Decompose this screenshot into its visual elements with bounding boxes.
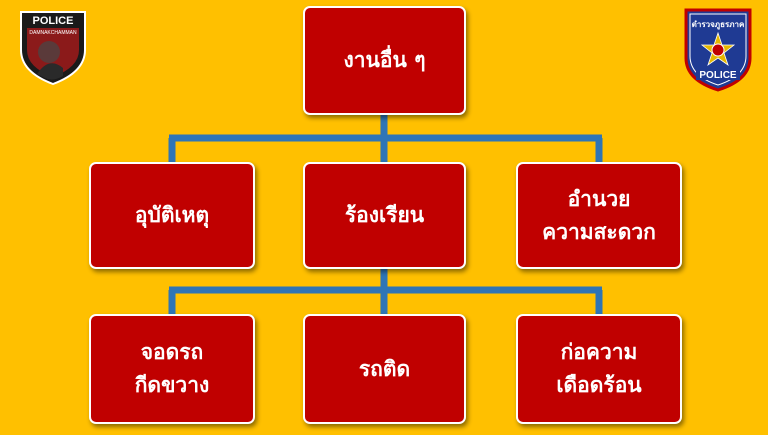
root-node: งานอื่น ๆ — [303, 6, 466, 115]
node-obstructive-parking: จอดรถ กีดขวาง — [89, 314, 255, 424]
root-node-label: งานอื่น ๆ — [343, 48, 426, 73]
node-facilitation-line2: ความสะดวก — [542, 219, 656, 244]
node-obstructive-parking-line2: กีดขวาง — [134, 373, 210, 397]
police-badge-logo-left: POLICE DAMNAKCHAMMAN — [17, 6, 89, 86]
node-accident-label: อุบัติเหตุ — [134, 203, 210, 228]
node-accident: อุบัติเหตุ — [89, 162, 255, 269]
right-logo-title: POLICE — [699, 70, 737, 81]
node-causing-trouble-line2: เดือดร้อน — [556, 373, 642, 397]
node-complaint-label: ร้องเรียน — [344, 203, 425, 228]
left-logo-subtitle: DAMNAKCHAMMAN — [29, 30, 77, 36]
node-traffic-jam-label: รถติด — [358, 356, 411, 381]
police-badge-logo-right: ตำรวจภูธรภาค POLICE — [682, 6, 754, 92]
node-complaint: ร้องเรียน — [303, 162, 466, 269]
node-facilitation-line1: อำนวย — [567, 186, 631, 211]
node-obstructive-parking-line1: จอดรถ — [140, 340, 204, 365]
node-causing-trouble: ก่อความ เดือดร้อน — [516, 314, 682, 424]
node-facilitation: อำนวย ความสะดวก — [516, 162, 682, 269]
left-logo-title: POLICE — [33, 15, 74, 27]
node-traffic-jam: รถติด — [303, 314, 466, 424]
node-causing-trouble-line1: ก่อความ — [560, 340, 638, 365]
right-logo-arc-text: ตำรวจภูธรภาค — [692, 20, 745, 30]
